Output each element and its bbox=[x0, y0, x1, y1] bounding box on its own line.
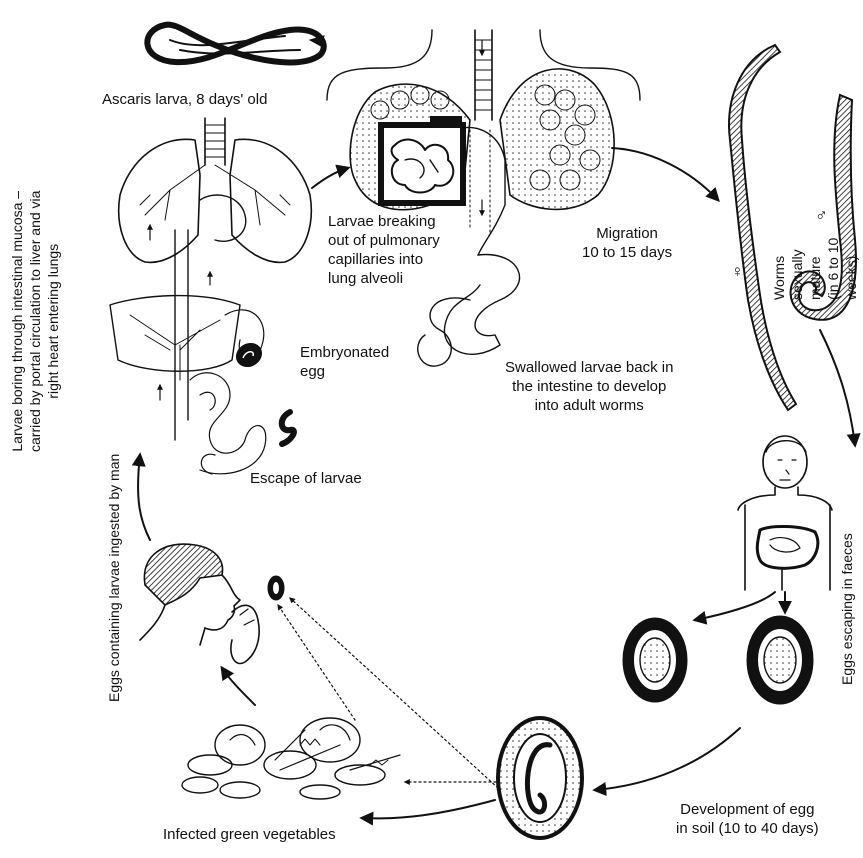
infected-vegetables-label: Infected green vegetables bbox=[163, 825, 336, 844]
ascaris-larva-illustration bbox=[147, 25, 324, 63]
female-symbol: ♀ bbox=[731, 262, 744, 281]
man-eating-illustration bbox=[140, 544, 284, 663]
development-egg-label: Development of egg in soil (10 to 40 day… bbox=[676, 800, 819, 838]
developing-egg-illustration bbox=[498, 718, 582, 838]
eggs-faeces-label: Eggs escaping in faeces bbox=[838, 533, 856, 685]
lungs-alveoli-illustration bbox=[327, 30, 640, 366]
embryonated-egg-illustration bbox=[232, 339, 266, 371]
eggs-ingested-label: Eggs containing larvae ingested by man bbox=[105, 454, 123, 702]
escape-larvae-label: Escape of larvae bbox=[250, 469, 362, 488]
fertile-eggs-illustration bbox=[623, 616, 813, 704]
green-vegetables-illustration bbox=[182, 718, 400, 799]
escaping-larva-illustration bbox=[282, 412, 294, 444]
embryonated-egg-label: Embryonated egg bbox=[300, 343, 389, 381]
swallowed-larvae-label: Swallowed larvae back in the intestine t… bbox=[505, 358, 673, 415]
larvae-boring-label: Larvae boring through intestinal mucosa … bbox=[8, 191, 62, 452]
male-symbol: ♂ bbox=[815, 206, 828, 225]
man-with-intestine-illustration bbox=[738, 436, 832, 590]
migration-label: Migration 10 to 15 days bbox=[582, 224, 672, 262]
ascaris-larva-label: Ascaris larva, 8 days' old bbox=[102, 90, 267, 109]
larvae-breaking-label: Larvae breaking out of pulmonary capilla… bbox=[328, 212, 440, 288]
